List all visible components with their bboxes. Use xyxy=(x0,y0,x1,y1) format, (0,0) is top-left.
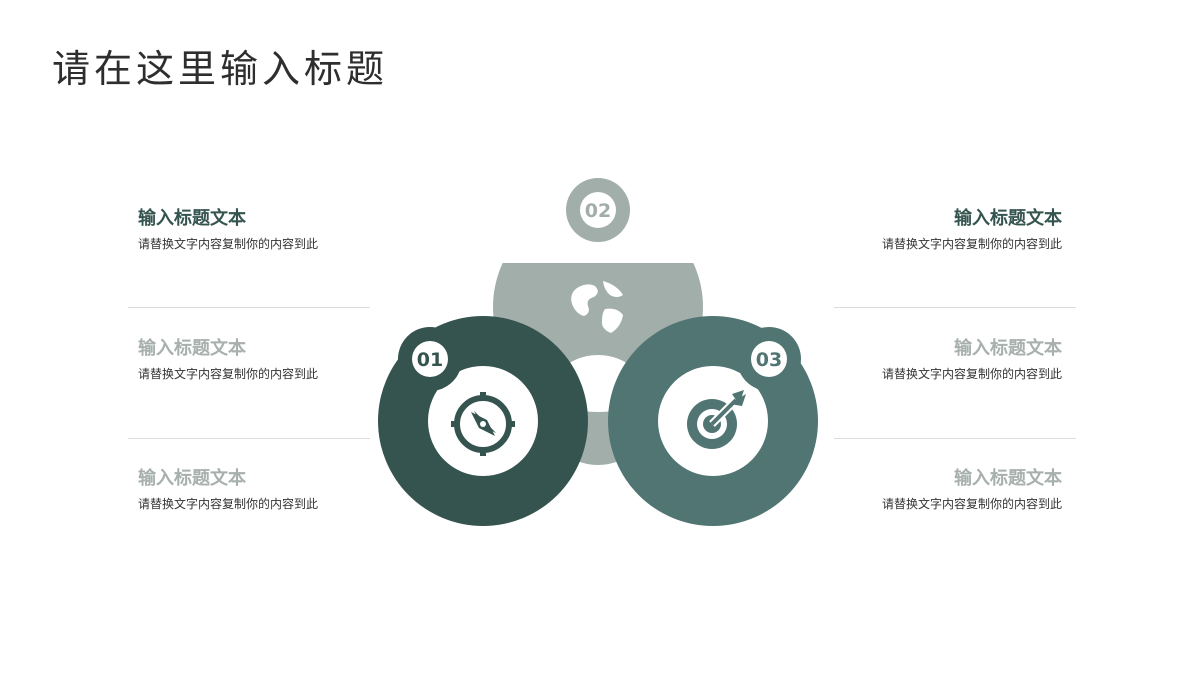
step-02-number: 02 xyxy=(585,200,611,222)
left-item-2: 输入标题文本 请替换文字内容复制你的内容到此 xyxy=(138,337,398,382)
right-item-2: 输入标题文本 请替换文字内容复制你的内容到此 xyxy=(802,337,1062,382)
left-item-2-desc: 请替换文字内容复制你的内容到此 xyxy=(138,367,319,381)
left-divider-1 xyxy=(128,307,370,308)
right-item-3-desc: 请替换文字内容复制你的内容到此 xyxy=(881,497,1062,511)
left-item-3-heading: 输入标题文本 xyxy=(138,468,246,489)
left-item-3: 输入标题文本 请替换文字内容复制你的内容到此 xyxy=(138,467,398,512)
left-item-2-heading: 输入标题文本 xyxy=(138,338,246,359)
globe-icon xyxy=(566,276,628,338)
compass-icon xyxy=(451,392,515,456)
right-item-2-heading: 输入标题文本 xyxy=(954,338,1062,359)
left-item-1-heading: 输入标题文本 xyxy=(138,208,246,229)
step-02-badge xyxy=(566,178,630,242)
target-icon xyxy=(687,390,746,449)
left-item-1-desc: 请替换文字内容复制你的内容到此 xyxy=(138,237,319,251)
right-item-2-desc: 请替换文字内容复制你的内容到此 xyxy=(881,367,1062,381)
step-01-shape xyxy=(378,316,588,526)
left-item-1: 输入标题文本 请替换文字内容复制你的内容到此 xyxy=(138,207,398,252)
right-item-3: 输入标题文本 请替换文字内容复制你的内容到此 xyxy=(802,467,1062,512)
step-03-number: 03 xyxy=(756,349,782,371)
page-title: 请在这里输入标题 xyxy=(52,47,389,91)
left-divider-2 xyxy=(128,438,370,439)
step-03-shape xyxy=(608,316,818,526)
right-item-1: 输入标题文本 请替换文字内容复制你的内容到此 xyxy=(802,207,1062,252)
right-divider-1 xyxy=(834,307,1076,308)
right-item-1-desc: 请替换文字内容复制你的内容到此 xyxy=(881,237,1062,251)
right-item-1-heading: 输入标题文本 xyxy=(954,208,1062,229)
right-divider-2 xyxy=(834,438,1076,439)
step-01-number: 01 xyxy=(417,349,443,371)
left-item-3-desc: 请替换文字内容复制你的内容到此 xyxy=(138,497,319,511)
right-item-3-heading: 输入标题文本 xyxy=(954,468,1062,489)
